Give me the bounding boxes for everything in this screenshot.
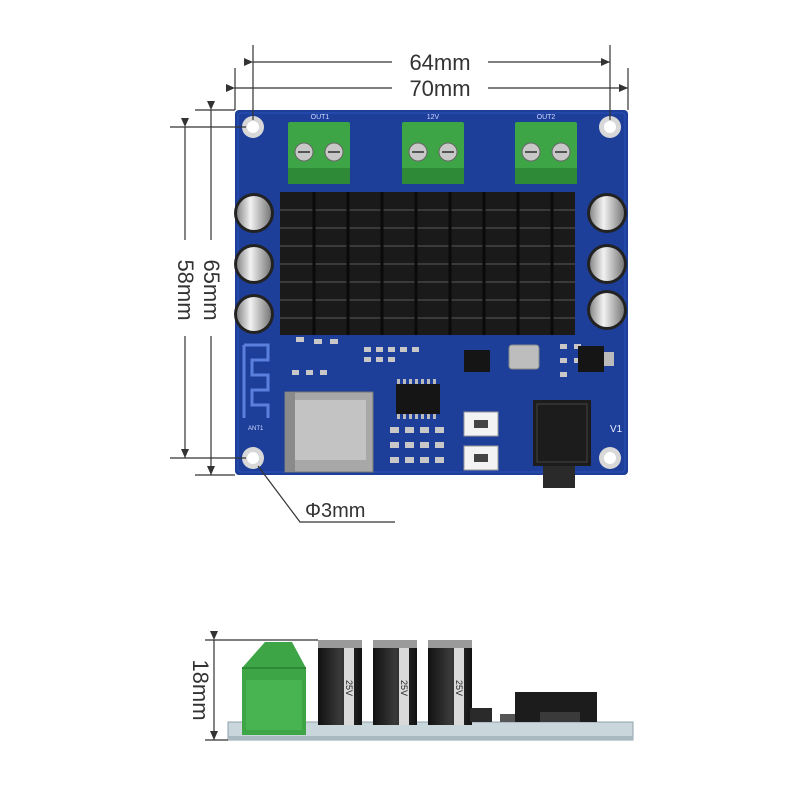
hole-diameter-leader bbox=[257, 465, 395, 523]
side-capacitor-1-label: 25V bbox=[344, 680, 354, 696]
capacitor-right-1 bbox=[587, 193, 627, 233]
heatsink bbox=[280, 192, 575, 335]
antenna-label: ANT1 bbox=[248, 426, 264, 432]
pcb-side-view: 25V 25V 25V bbox=[227, 640, 634, 741]
ic-chip-small bbox=[464, 350, 490, 372]
mounting-hole-top-right bbox=[599, 116, 621, 138]
terminal-block-out1 bbox=[288, 122, 350, 184]
side-audio-jack bbox=[515, 692, 597, 722]
dimension-70mm-text: 70mm bbox=[409, 76, 470, 101]
pcb-top-view: OUT1 12V OUT2 bbox=[234, 110, 628, 488]
side-capacitor-2: 25V bbox=[373, 640, 417, 725]
capacitor-right-2 bbox=[587, 244, 627, 284]
crystal bbox=[508, 344, 540, 370]
mounting-hole-top-left bbox=[242, 116, 264, 138]
bluetooth-antenna: ANT1 bbox=[242, 343, 270, 432]
ic-chip-main bbox=[396, 379, 440, 419]
capacitor-left-3 bbox=[234, 294, 274, 334]
terminal-block-out2 bbox=[515, 122, 577, 184]
dimension-65mm-text: 65mm bbox=[199, 259, 224, 320]
side-capacitor-3: 25V bbox=[428, 640, 472, 725]
smd-components bbox=[292, 337, 581, 463]
capacitor-left-2 bbox=[234, 244, 274, 284]
capacitor-left-1 bbox=[234, 193, 274, 233]
hole-diameter-text: Φ3mm bbox=[305, 500, 365, 522]
version-label: V1 bbox=[610, 424, 623, 435]
tactile-button-2 bbox=[463, 445, 499, 471]
side-small-component bbox=[470, 708, 492, 722]
mounting-hole-bottom-left bbox=[242, 447, 264, 469]
audio-jack bbox=[533, 400, 591, 488]
dimension-58mm-text: 58mm bbox=[173, 259, 198, 320]
tactile-button-1 bbox=[463, 411, 499, 437]
side-capacitor-1: 25V bbox=[318, 640, 362, 725]
terminal-label-12v: 12V bbox=[427, 114, 440, 121]
side-dimension-lines bbox=[205, 631, 318, 741]
sd-card-slot bbox=[284, 391, 374, 473]
capacitor-right-3 bbox=[587, 290, 627, 330]
side-terminal-block bbox=[242, 642, 306, 735]
mounting-hole-bottom-right bbox=[599, 447, 621, 469]
terminal-label-out2: OUT2 bbox=[537, 114, 556, 121]
side-capacitor-2-label: 25V bbox=[399, 680, 409, 696]
side-capacitor-3-label: 25V bbox=[454, 680, 464, 696]
terminal-label-out1: OUT1 bbox=[311, 114, 330, 121]
dimension-64mm-text: 64mm bbox=[409, 50, 470, 75]
dimension-18mm-text: 18mm bbox=[188, 659, 213, 720]
voltage-regulator bbox=[578, 346, 614, 372]
terminal-block-12v bbox=[402, 122, 464, 184]
